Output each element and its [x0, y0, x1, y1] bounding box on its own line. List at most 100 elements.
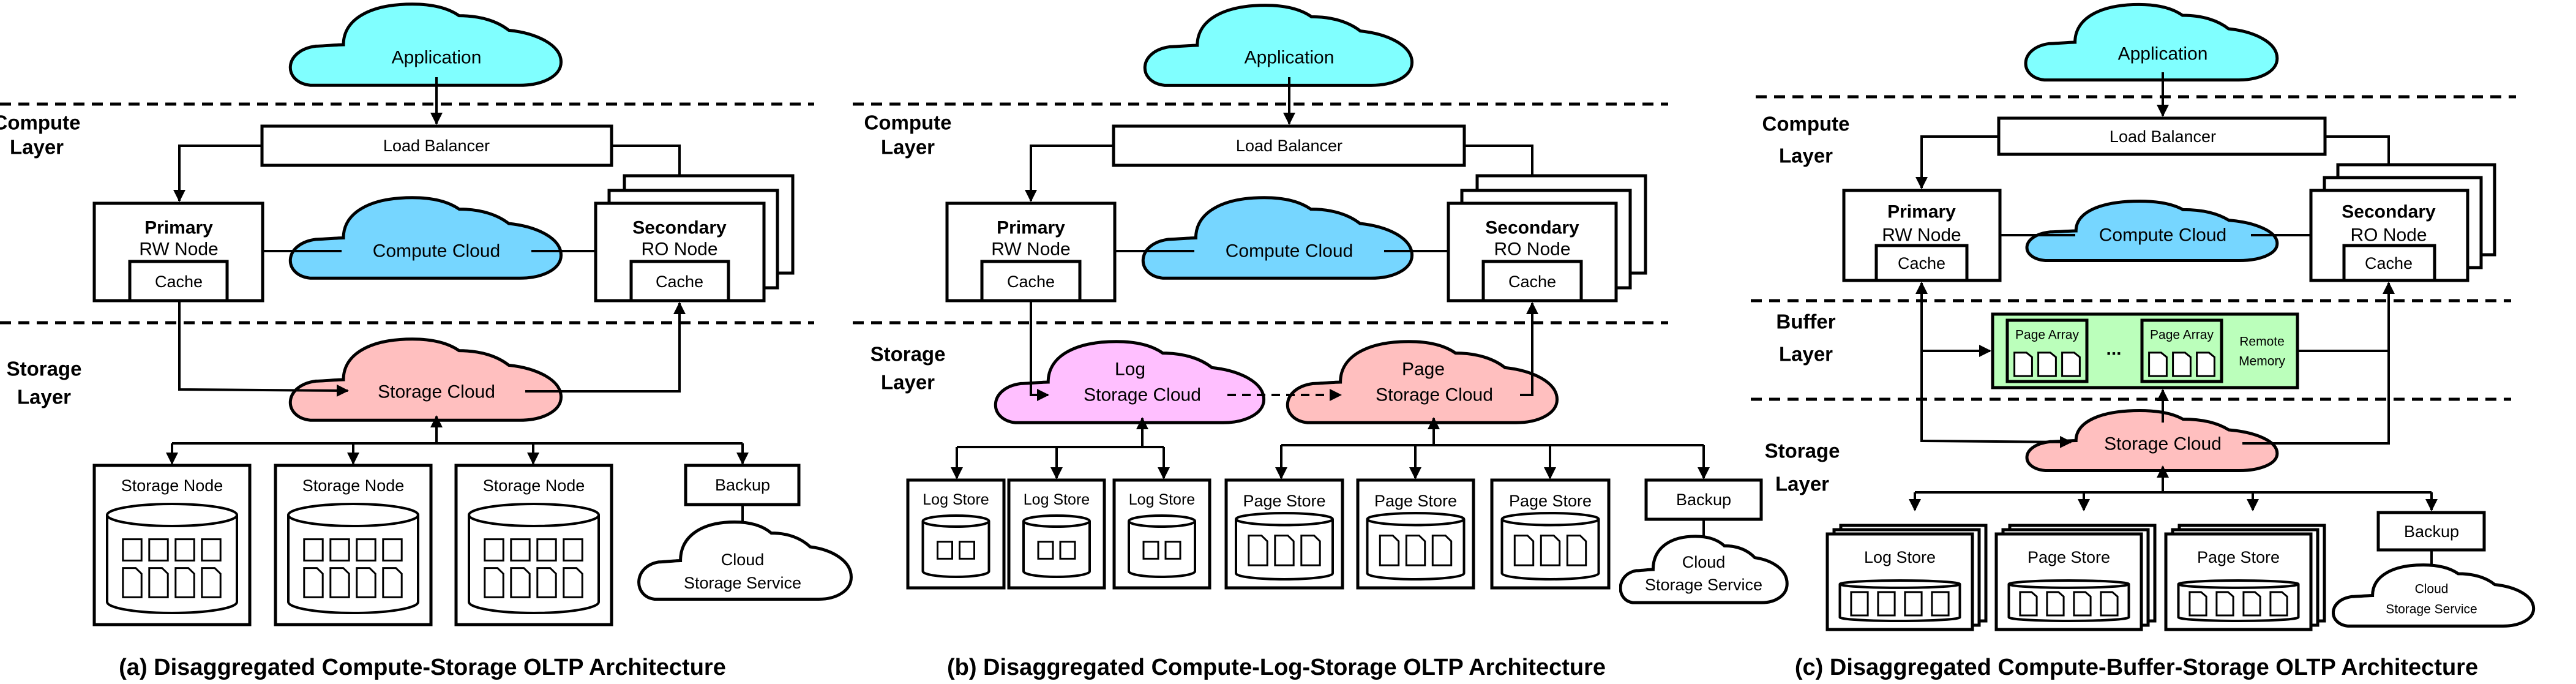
page-icon: [176, 568, 194, 598]
page-icon: [1380, 536, 1398, 566]
page-store-label: Page Store: [1374, 492, 1457, 510]
page-store-label: Page Store: [1243, 492, 1325, 510]
page-icon: [2190, 592, 2206, 615]
storage-layer-label: Layer: [1775, 473, 1829, 495]
page-icon: [1275, 536, 1294, 566]
secondary-title: Secondary: [1485, 218, 1579, 238]
compute-cloud-label: Compute Cloud: [2099, 225, 2226, 246]
cloud-storage-service-label: Storage Service: [1645, 576, 1762, 594]
application-label: Application: [1245, 48, 1335, 68]
storage-layer-label: Layer: [17, 386, 71, 408]
secondary-subtitle: RO Node: [1494, 239, 1570, 260]
cache-label: Cache: [656, 272, 703, 291]
cloud-storage-service-label: Storage Service: [684, 574, 801, 592]
page-icon: [357, 568, 375, 598]
cloud-storage-service: Cloud Storage Service: [639, 522, 852, 599]
caption-c: (c) Disaggregated Compute-Buffer-Storage…: [1795, 655, 2478, 680]
secondary-ro-node: Secondary RO Node Cache: [594, 174, 795, 303]
page-icon: [2197, 353, 2215, 376]
storage-node: Storage Node: [92, 464, 252, 626]
page-icon: [2101, 592, 2117, 615]
page-icon: [123, 568, 141, 598]
cloud-storage-service-label: Storage Service: [2386, 603, 2477, 617]
arrow: [173, 145, 262, 202]
log-store: Log Store: [906, 478, 1006, 590]
compute-cloud-label: Compute Cloud: [373, 241, 500, 261]
log-block-icon: [1905, 592, 1922, 615]
primary-title: Primary: [1887, 202, 1956, 222]
backup-label: Backup: [715, 476, 770, 494]
storage-node-label: Storage Node: [121, 476, 223, 495]
page-array-label: Page Array: [2150, 328, 2214, 342]
page-icon: [383, 568, 402, 598]
page-icon: [537, 568, 556, 598]
arrow: [178, 301, 349, 397]
cloud-storage-service: Cloud Storage Service: [2333, 565, 2533, 626]
remote-memory: Page Array ... Page Array Remote Memory: [1991, 312, 2299, 389]
page-icon: [2074, 592, 2091, 615]
arrow: [1030, 301, 1049, 401]
log-block-icon: [357, 539, 375, 561]
database-icon: [287, 503, 419, 614]
cache-box: [128, 260, 229, 303]
load-balancer-label: Load Balancer: [1236, 137, 1342, 155]
storage-cloud: Storage Cloud: [2027, 411, 2277, 471]
caption-a: (a) Disaggregated Compute-Storage OLTP A…: [119, 655, 726, 680]
arrow: [1520, 302, 1538, 396]
log-block-icon: [123, 539, 141, 561]
log-block-icon: [1060, 542, 1075, 559]
secondary-title: Secondary: [2342, 202, 2436, 222]
compute-cloud: Compute Cloud: [2000, 201, 2311, 260]
compute-layer-label: Compute: [0, 111, 81, 134]
compute-cloud: Compute Cloud: [263, 198, 596, 279]
storage-cloud-label: Storage Cloud: [378, 382, 495, 402]
page-icon: [2173, 353, 2191, 376]
database-icon: [1128, 514, 1196, 578]
page-icon: [2244, 592, 2260, 615]
log-block-icon: [1851, 592, 1868, 615]
secondary-ro-node: Secondary RO Node Cache: [1447, 174, 1647, 303]
log-block-icon: [511, 539, 530, 561]
log-block-icon: [331, 539, 349, 561]
arrow: [1025, 145, 1114, 202]
primary-subtitle: RW Node: [1882, 225, 1961, 246]
remote-memory-label: Memory: [2239, 355, 2285, 369]
storage-layer-label: Storage: [7, 358, 82, 380]
compute-cloud: Compute Cloud: [1115, 198, 1448, 279]
panel-a: Compute Layer Storage Layer Application …: [0, 4, 851, 680]
storage-layer-label: Storage: [1765, 440, 1840, 462]
log-storage-cloud-label: Storage Cloud: [1084, 385, 1201, 405]
page-icon: [149, 568, 168, 598]
primary-subtitle: RW Node: [139, 239, 219, 260]
cache-box: [2342, 244, 2436, 282]
arrow: [1915, 135, 1999, 189]
log-store: Log Store: [1825, 524, 1988, 631]
storage-cloud-label: Storage Cloud: [2104, 434, 2222, 454]
page-storage-cloud: Page Storage Cloud: [1287, 342, 1557, 423]
compute-layer-label: Layer: [10, 136, 64, 159]
log-block-icon: [383, 539, 402, 561]
log-storage-cloud: Log Storage Cloud: [995, 342, 1264, 423]
page-icon: [511, 568, 530, 598]
storage-node: Storage Node: [274, 464, 433, 626]
cache-label: Cache: [2365, 254, 2413, 272]
database-icon: [921, 514, 990, 578]
log-block-icon: [1038, 542, 1053, 559]
backup-label: Backup: [1676, 490, 1731, 509]
arrow: [1921, 435, 2072, 448]
log-store: Log Store: [1007, 478, 1106, 590]
log-store-label: Log Store: [1864, 548, 1936, 566]
application-cloud: Application: [2026, 4, 2277, 80]
compute-cloud-label: Compute Cloud: [1226, 241, 1353, 261]
application-label: Application: [2118, 44, 2208, 64]
storage-node: Storage Node: [454, 464, 613, 626]
log-store-label: Log Store: [1024, 491, 1090, 508]
page-icon: [2062, 353, 2080, 376]
database-icon: [1838, 579, 1961, 622]
log-block-icon: [1144, 542, 1158, 559]
primary-rw-node: Primary RW Node Cache: [92, 201, 264, 303]
primary-rw-node: Primary RW Node Cache: [945, 201, 1117, 303]
log-store-label: Log Store: [1129, 491, 1195, 508]
cloud-storage-service-label: Cloud: [721, 551, 765, 569]
arrow: [525, 302, 686, 393]
